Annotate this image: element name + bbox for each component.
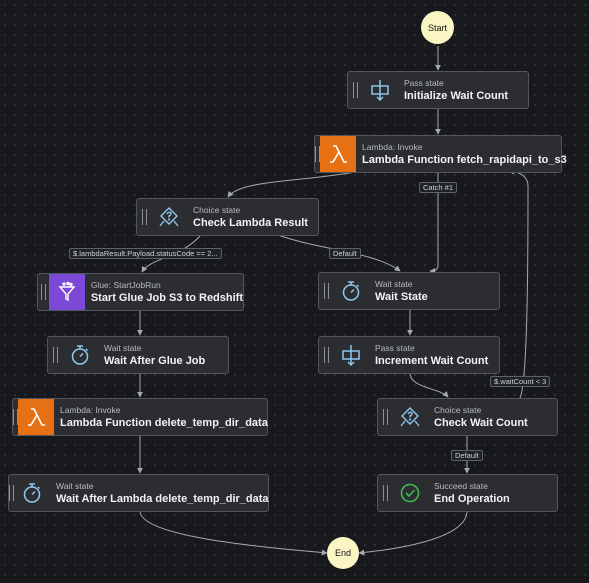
drag-handle-icon[interactable]	[319, 273, 333, 309]
state-name: Increment Wait Count	[375, 354, 489, 367]
start-node[interactable]: Start	[421, 11, 454, 44]
edge-label-default: Default	[451, 450, 483, 461]
state-type: Glue: StartJobRun	[90, 279, 161, 290]
state-name: Initialize Wait Count	[404, 89, 509, 102]
state-wait-state[interactable]: Wait state Wait State	[318, 272, 500, 310]
edge-label-catch: Catch #1	[419, 182, 458, 193]
state-initialize-wait-count[interactable]: Pass state Initialize Wait Count	[347, 71, 529, 109]
edge-check-loop	[508, 168, 529, 399]
edge-label-default: Default	[329, 248, 361, 259]
choice-icon	[392, 399, 428, 435]
state-type: Lambda: Invoke	[362, 141, 423, 152]
edge-fetch-catch	[429, 173, 439, 274]
state-name: Lambda Function fetch_rapidapi_to_s3	[362, 153, 567, 166]
state-name: Check Wait Count	[434, 416, 528, 429]
state-name: Wait After Glue Job	[104, 354, 206, 367]
timer-icon	[333, 273, 369, 309]
drag-handle-icon[interactable]	[9, 475, 14, 511]
state-increment-wait-count[interactable]: Pass state Increment Wait Count	[318, 336, 500, 374]
glue-icon	[48, 274, 85, 310]
drag-handle-icon[interactable]	[378, 399, 392, 435]
choice-icon	[151, 199, 187, 235]
state-name: Wait State	[375, 290, 428, 303]
end-node[interactable]: End	[327, 537, 359, 569]
timer-icon	[62, 337, 98, 373]
state-type: Wait state	[56, 480, 94, 491]
edge-fetch-check	[227, 171, 356, 198]
edge-increment-check	[409, 372, 449, 398]
state-name: End Operation	[434, 492, 510, 505]
state-lambda-delete-temp[interactable]: Lambda: Invoke Lambda Function delete_te…	[12, 398, 268, 436]
state-check-wait-count[interactable]: Choice state Check Wait Count	[377, 398, 558, 436]
drag-handle-icon[interactable]	[319, 337, 333, 373]
edge-label-wait-count: $.waitCount < 3	[490, 376, 551, 387]
state-name: Wait After Lambda delete_temp_dir_data	[56, 492, 269, 505]
drag-handle-icon[interactable]	[315, 136, 320, 172]
state-type: Choice state	[193, 204, 241, 215]
state-type: Choice state	[434, 404, 482, 415]
state-name: Start Glue Job S3 to Redshift	[90, 291, 243, 304]
pass-icon	[362, 72, 398, 108]
edge-label-status-code: $.lambdaResult.Payload.statusCode == 2..…	[69, 248, 222, 259]
drag-handle-icon[interactable]	[348, 72, 362, 108]
state-wait-after-delete[interactable]: Wait state Wait After Lambda delete_temp…	[8, 474, 269, 512]
end-label: End	[334, 548, 351, 558]
drag-handle-icon[interactable]	[48, 337, 62, 373]
state-start-glue-job[interactable]: Glue: StartJobRun Start Glue Job S3 to R…	[37, 273, 244, 311]
state-type: Lambda: Invoke	[60, 404, 121, 415]
check-circle-icon	[392, 475, 428, 511]
edge-succeed-end	[358, 510, 468, 556]
state-name: Check Lambda Result	[193, 216, 308, 229]
state-type: Wait state	[375, 278, 413, 289]
state-type: Wait state	[104, 342, 142, 353]
start-label: Start	[427, 22, 447, 33]
state-check-lambda-result[interactable]: Choice state Check Lambda Result	[136, 198, 319, 236]
state-end-operation[interactable]: Succeed state End Operation	[377, 474, 558, 512]
pass-icon	[333, 337, 369, 373]
drag-handle-icon[interactable]	[13, 399, 18, 435]
drag-handle-icon[interactable]	[378, 475, 392, 511]
edge-waitdel-end	[139, 510, 328, 556]
drag-handle-icon[interactable]	[137, 199, 151, 235]
lambda-icon	[18, 399, 54, 435]
state-lambda-fetch-rapidapi[interactable]: Lambda: Invoke Lambda Function fetch_rap…	[314, 135, 567, 173]
state-type: Pass state	[375, 342, 415, 353]
state-wait-after-glue[interactable]: Wait state Wait After Glue Job	[47, 336, 229, 374]
state-name: Lambda Function delete_temp_dir_data	[60, 416, 268, 429]
drag-handle-icon[interactable]	[38, 274, 49, 310]
timer-icon	[14, 475, 50, 511]
state-type: Succeed state	[434, 480, 488, 491]
lambda-icon	[320, 136, 356, 172]
state-type: Pass state	[404, 77, 444, 88]
